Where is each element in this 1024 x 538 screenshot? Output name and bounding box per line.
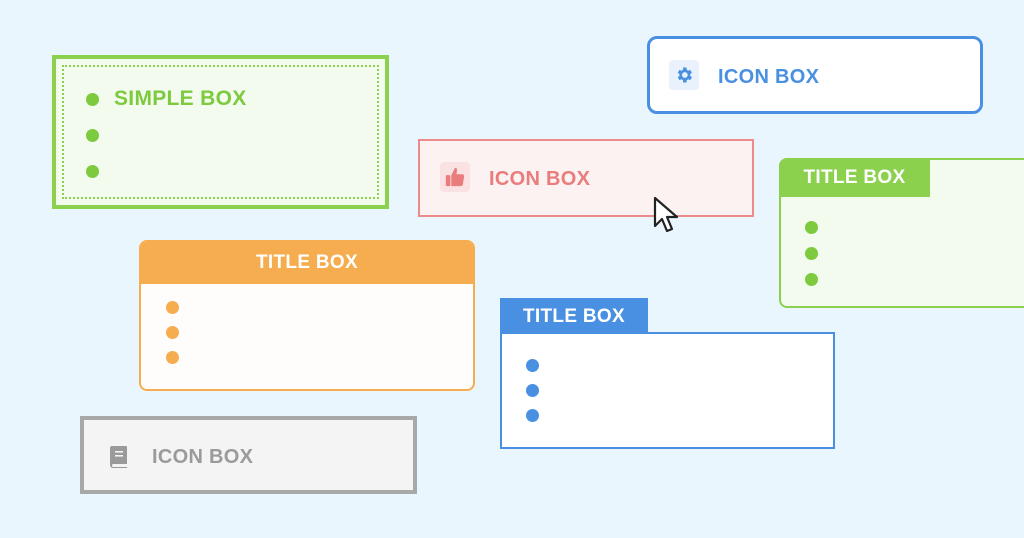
- simple-box-dotted-border: [62, 65, 379, 199]
- icon-box-label: ICON BOX: [152, 446, 254, 468]
- title-box-header: TITLE BOX: [500, 298, 648, 335]
- title-box-blue: [500, 332, 835, 449]
- bullet: [526, 409, 539, 422]
- bullet: [86, 165, 99, 178]
- icon-box-label: ICON BOX: [489, 168, 591, 190]
- bullet: [86, 129, 99, 142]
- thumbs-up-icon: [440, 162, 470, 192]
- icon-box-gray: ICON BOX: [80, 416, 417, 494]
- icon-box-red: ICON BOX: [418, 139, 754, 217]
- title-box-header: TITLE BOX: [779, 158, 930, 197]
- bullet: [166, 301, 179, 314]
- bullet: [526, 384, 539, 397]
- bullet: [166, 351, 179, 364]
- bullet: [805, 221, 818, 234]
- bullet: [86, 93, 99, 106]
- icon-box-blue: ICON BOX: [647, 36, 983, 114]
- bullet: [526, 359, 539, 372]
- bullet: [805, 247, 818, 260]
- bullet: [166, 326, 179, 339]
- simple-box: SIMPLE BOX: [52, 55, 389, 209]
- gear-icon: [669, 60, 699, 90]
- title-box-green: TITLE BOX: [779, 158, 1024, 308]
- bullet: [805, 273, 818, 286]
- mouse-pointer-icon: [653, 196, 679, 233]
- book-icon: [104, 442, 134, 472]
- simple-box-title: SIMPLE BOX: [114, 87, 247, 110]
- title-box-header: TITLE BOX: [141, 242, 473, 284]
- title-box-orange: TITLE BOX: [139, 240, 475, 391]
- icon-box-label: ICON BOX: [718, 66, 820, 88]
